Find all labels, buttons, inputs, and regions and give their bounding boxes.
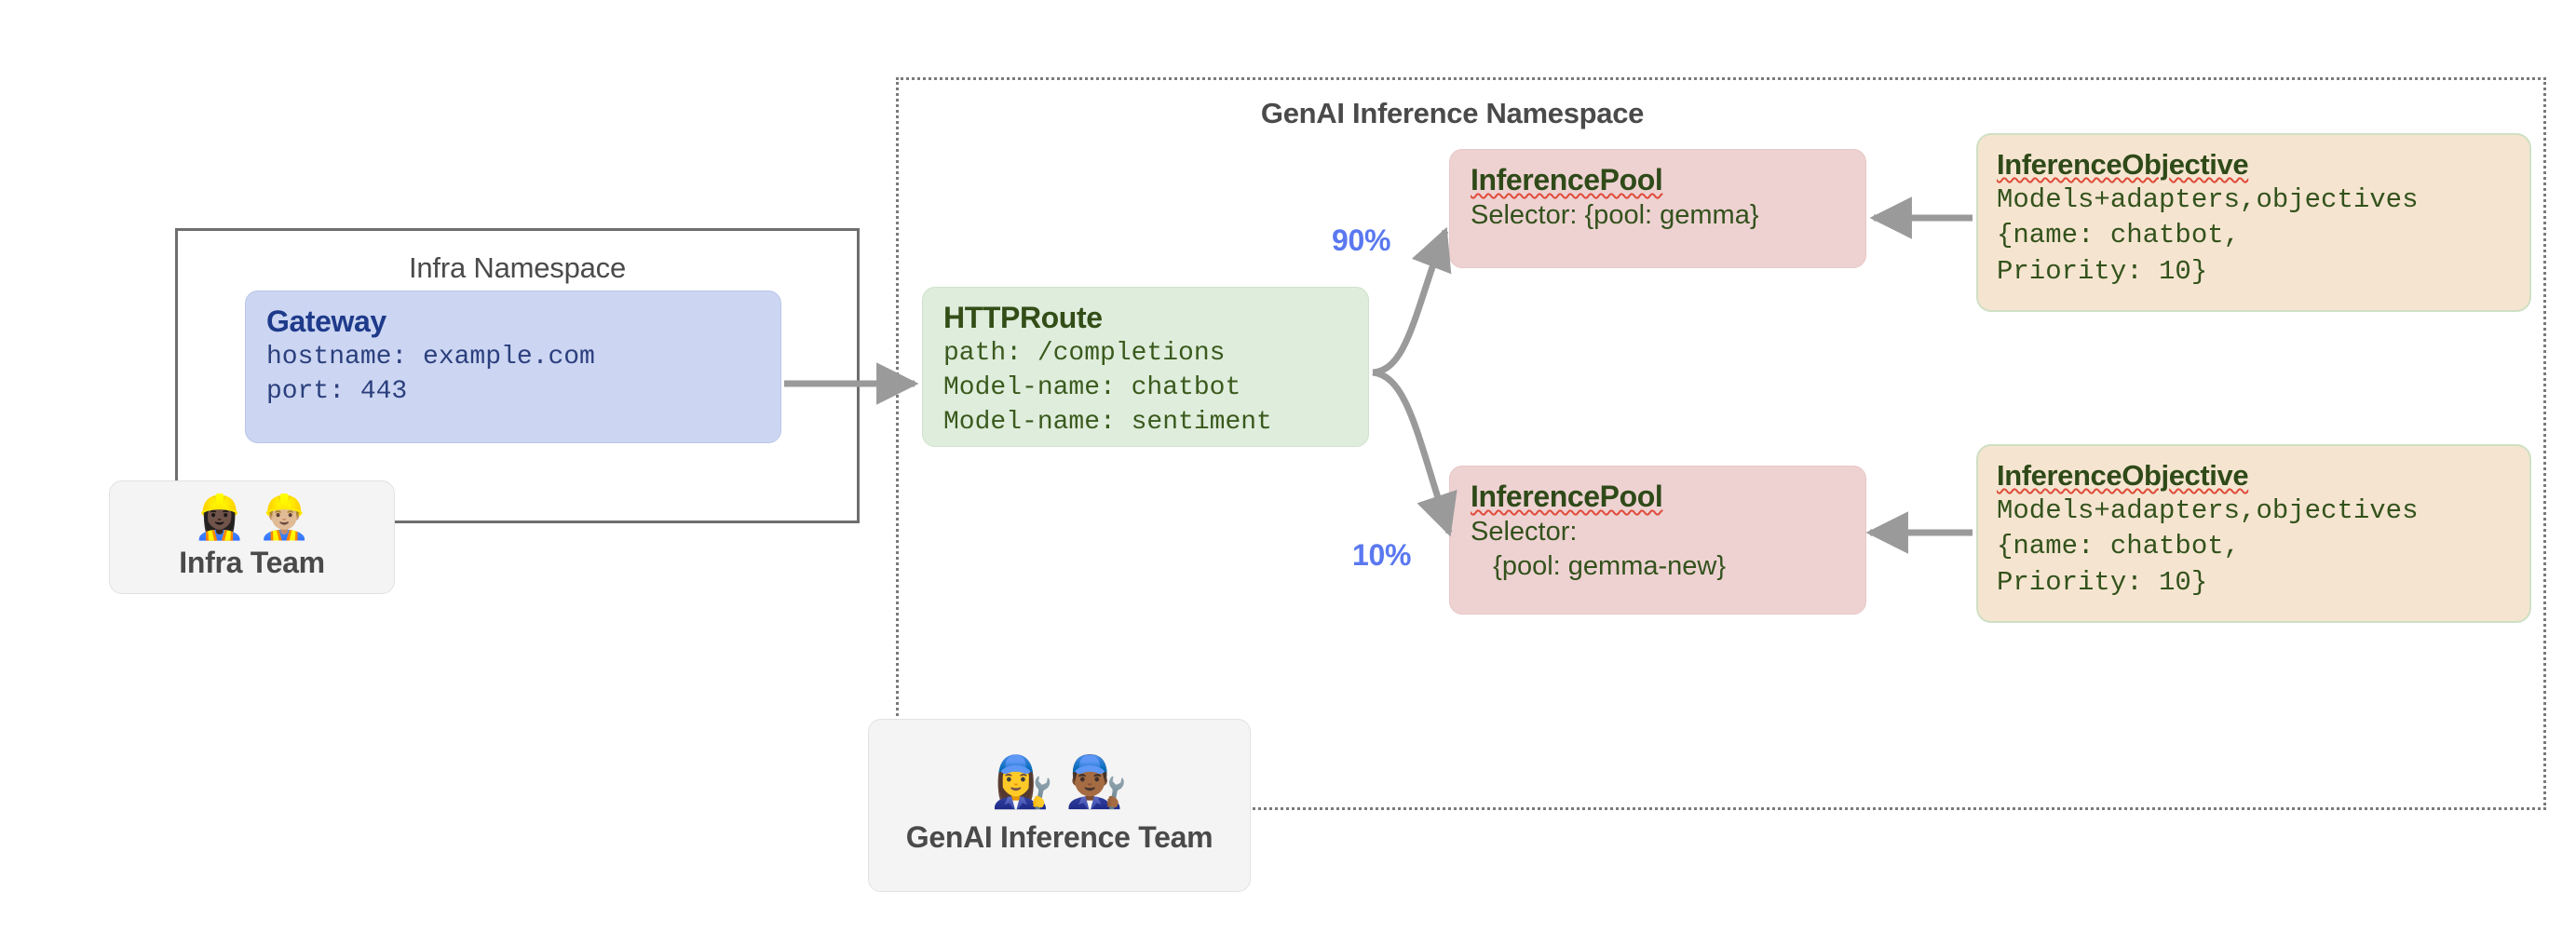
inference-pool-gemma-title: InferencePool: [1471, 163, 1663, 196]
genai-namespace-boundary: [896, 77, 2546, 810]
team-card-infra[interactable]: 👷🏿‍♀️👷🏼‍♂️ Infra Team: [109, 480, 395, 594]
gateway-title: Gateway: [266, 304, 386, 338]
genai-team-label: GenAI Inference Team: [905, 819, 1213, 854]
inference-pool-gemma-new-selector-label: Selector:: [1471, 516, 1578, 547]
httproute-path: path: /completions: [943, 338, 1226, 368]
inference-objective-bottom-title: InferenceObjective: [1997, 459, 2249, 492]
gateway-hostname: hostname: example.com: [266, 342, 595, 372]
node-inference-pool-gemma-new[interactable]: InferencePool Selector: {pool: gemma-new…: [1449, 466, 1866, 615]
node-inference-objective-top[interactable]: InferenceObjective Models+adapters,objec…: [1976, 133, 2531, 312]
inference-objective-bottom-name: {name: chatbot,: [1997, 531, 2241, 562]
node-httproute[interactable]: HTTPRoute path: /completions Model-name:…: [922, 287, 1369, 447]
genai-team-people-icon: 👩‍🔧👨🏾‍🔧: [991, 753, 1139, 810]
gateway-port: port: 443: [266, 376, 408, 406]
infra-team-label: Infra Team: [179, 545, 325, 579]
traffic-split-label-10: 10%: [1352, 538, 1412, 572]
inference-objective-top-name: {name: chatbot,: [1997, 220, 2241, 251]
traffic-split-label-90: 90%: [1332, 223, 1391, 257]
infra-team-people-icon: 👷🏿‍♀️👷🏼‍♂️: [193, 492, 322, 541]
team-card-genai-inference[interactable]: 👩‍🔧👨🏾‍🔧 GenAI Inference Team: [868, 719, 1251, 892]
node-inference-pool-gemma[interactable]: InferencePool Selector: {pool: gemma}: [1449, 149, 1866, 268]
httproute-title: HTTPRoute: [943, 301, 1103, 334]
infra-namespace-boundary: Infra Namespace: [175, 228, 860, 523]
infra-namespace-title: Infra Namespace: [408, 251, 627, 284]
inference-pool-gemma-new-selector-value: {pool: gemma-new}: [1471, 551, 1727, 582]
httproute-model-name-chatbot: Model-name: chatbot: [943, 372, 1241, 402]
node-gateway[interactable]: Gateway hostname: example.com port: 443: [245, 291, 781, 443]
inference-objective-top-priority: Priority: 10}: [1997, 255, 2208, 287]
node-inference-objective-bottom[interactable]: InferenceObjective Models+adapters,objec…: [1976, 444, 2531, 623]
inference-objective-bottom-priority: Priority: 10}: [1997, 566, 2208, 598]
httproute-model-name-sentiment: Model-name: sentiment: [943, 408, 1272, 438]
inference-pool-gemma-selector: Selector: {pool: gemma}: [1471, 199, 1759, 230]
inference-objective-top-models: Models+adapters,objectives: [1997, 183, 2419, 215]
inference-objective-top-title: InferenceObjective: [1997, 148, 2249, 181]
inference-pool-gemma-new-title: InferencePool: [1471, 480, 1663, 513]
genai-namespace-title: GenAI Inference Namespace: [1260, 97, 1645, 129]
inference-objective-bottom-models: Models+adapters,objectives: [1997, 494, 2419, 526]
